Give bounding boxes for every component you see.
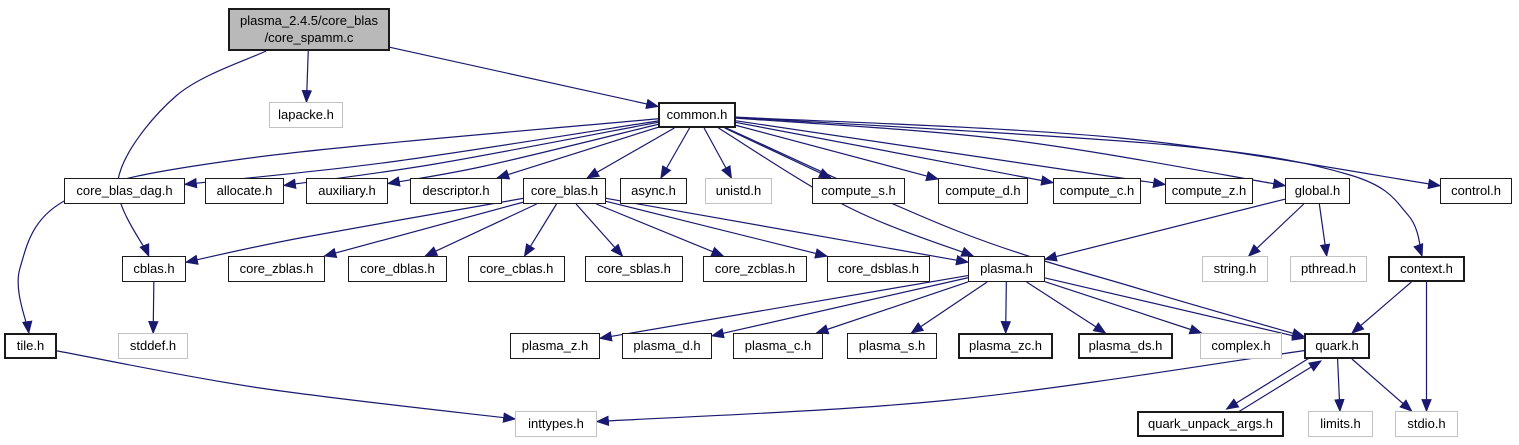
node-core_dblas[interactable]: core_dblas.h [348,256,447,282]
edge-quark-to-limits [1334,358,1345,413]
edge-common-to-compute_z [735,120,1167,188]
node-core_cblas[interactable]: core_cblas.h [468,256,565,282]
edge-core_blas-to-core_sblas [575,203,624,257]
node-core_zblas[interactable]: core_zblas.h [228,256,325,282]
edge-common-to-tile [17,118,659,335]
edge-tile-to-inttypes [56,350,517,423]
edge-core_blas-to-core_cblas [523,203,558,258]
node-lapacke: lapacke.h [269,102,343,128]
node-root: plasma_2.4.5/core_blas /core_spamm.c [228,8,390,51]
edge-quark-to-stdio [1351,358,1413,412]
node-plasma_ds[interactable]: plasma_ds.h [1078,333,1173,359]
edge-core_blas-to-core_zblas [323,201,524,258]
edge-plasma-to-plasma_d [710,277,969,339]
edge-common-to-control [735,116,1442,190]
node-core_dsblas[interactable]: core_dsblas.h [827,256,930,282]
node-compute_z[interactable]: compute_z.h [1165,178,1253,204]
edge-plasma-to-plasma_ds [1026,281,1107,334]
node-unistd: unistd.h [705,178,772,204]
edge-core_blas-to-cblas [184,197,524,265]
edge-context-to-quark [1351,281,1412,334]
edge-root-to-cblas [117,50,267,258]
node-core_zcblas[interactable]: core_zcblas.h [703,256,807,282]
node-plasma_zc[interactable]: plasma_zc.h [958,333,1053,359]
edge-common-to-compute_c [735,121,1055,186]
node-common[interactable]: common.h [658,102,736,128]
edge-common-to-context [735,116,1424,258]
edge-global-to-plasma [1043,198,1286,262]
node-compute_s[interactable]: compute_s.h [812,178,905,204]
node-cblas[interactable]: cblas.h [122,256,186,282]
edge-plasma-to-quark [1044,277,1306,341]
edge-quark-to-inttypes [595,350,1305,427]
edge-global-to-pthread [1318,203,1331,258]
edge-common-to-core_blas [586,127,675,179]
node-allocate[interactable]: allocate.h [205,178,284,204]
edge-common-to-plasma [718,127,975,257]
node-limits: limits.h [1308,411,1373,437]
node-context[interactable]: context.h [1388,256,1465,282]
node-plasma_z[interactable]: plasma_z.h [510,333,600,359]
node-control[interactable]: control.h [1440,178,1512,204]
edge-plasma-to-plasma_zc [1000,281,1012,335]
edge-cblas-to-stddef [148,281,159,335]
edge-common-to-compute_s [724,127,833,179]
edge-common-to-descriptor [495,126,659,180]
node-string: string.h [1202,256,1268,282]
node-inttypes: inttypes.h [515,411,597,437]
node-core_blas_dag[interactable]: core_blas_dag.h [64,178,185,204]
edge-plasma-to-plasma_z [598,274,969,342]
node-plasma_s[interactable]: plasma_s.h [847,333,937,359]
node-async[interactable]: async.h [620,178,687,204]
node-global[interactable]: global.h [1285,178,1350,204]
node-tile[interactable]: tile.h [4,333,57,359]
node-stdio: stdio.h [1395,411,1458,437]
node-core_sblas[interactable]: core_sblas.h [585,256,683,282]
edge-global-to-string [1247,203,1305,257]
edge-quark-to-quark_unpack_args [1225,356,1312,410]
edge-core_blas-to-plasma [605,197,970,266]
edge-common-to-unistd [703,127,733,180]
node-plasma_c[interactable]: plasma_c.h [733,333,823,359]
edge-root-to-common [389,46,660,110]
edge-common-to-compute_d [735,124,940,182]
edge-plasma-to-plasma_s [910,281,988,334]
edge-root-to-lapacke [301,50,313,104]
node-plasma[interactable]: plasma.h [968,256,1045,282]
edge-plasma-to-complex [1044,281,1203,335]
node-complex: complex.h [1200,333,1282,359]
node-auxiliary[interactable]: auxiliary.h [306,178,388,204]
node-compute_c[interactable]: compute_c.h [1053,178,1141,204]
edge-plasma-to-plasma_c [815,281,969,335]
edge-quark_unpack_args-to-quark [1236,360,1323,414]
node-core_blas[interactable]: core_blas.h [523,178,606,204]
edge-core_blas-to-core_dblas [424,203,537,257]
node-plasma_d[interactable]: plasma_d.h [622,333,712,359]
node-quark_unpack_args[interactable]: quark_unpack_args.h [1137,411,1284,437]
node-quark[interactable]: quark.h [1304,333,1370,359]
node-stddef: stddef.h [118,333,188,359]
edge-common-to-global [735,117,1287,189]
edge-common-to-async [660,127,691,180]
node-descriptor[interactable]: descriptor.h [410,178,502,204]
node-compute_d[interactable]: compute_d.h [938,178,1028,204]
edge-core_blas-to-core_zcblas [596,203,725,257]
node-pthread: pthread.h [1290,256,1367,282]
edge-core_blas-to-core_dsblas [605,200,829,259]
edge-group [17,46,1442,427]
